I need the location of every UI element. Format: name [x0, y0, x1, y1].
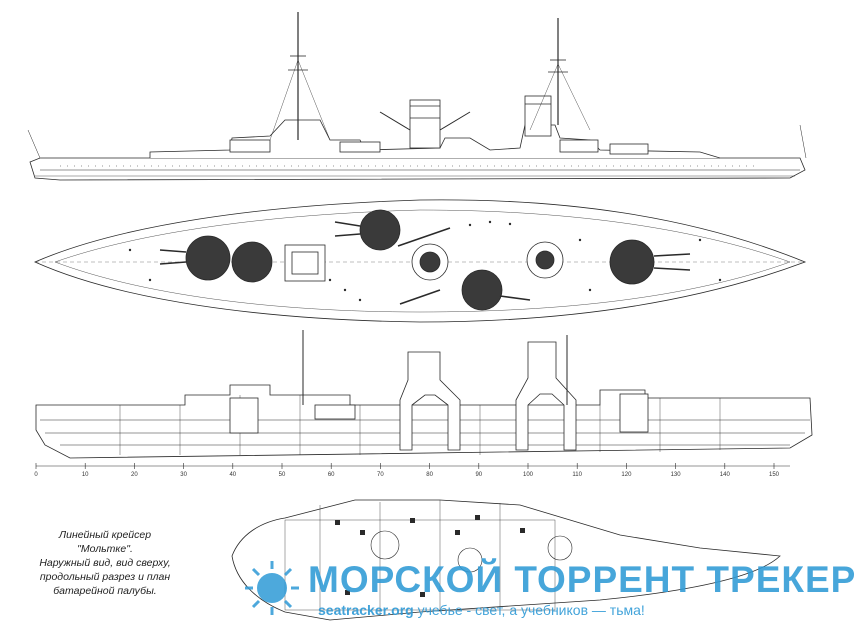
plan-view — [34, 199, 807, 323]
scale-tick-label: 0 — [34, 472, 38, 478]
scale-tick-label: 70 — [377, 472, 384, 478]
watermark-site-link[interactable]: seatracker.org — [318, 602, 414, 618]
caption-line: батарейной палубы. — [53, 585, 157, 597]
scale-tick-label: 10 — [82, 472, 89, 478]
turret-c — [359, 209, 401, 251]
scale-tick-label: 110 — [572, 472, 582, 478]
turret-g — [609, 239, 655, 285]
profile-hull — [29, 157, 806, 181]
battery-deck-outline — [231, 499, 781, 621]
scale-tick-label: 80 — [426, 472, 433, 478]
scale-tick-label: 90 — [475, 472, 482, 478]
watermark-slogan: учебье - свет, а учебников — тьма! — [413, 602, 645, 618]
watermark-subtitle: seatracker.org учебье - свет, а учебнико… — [318, 602, 645, 618]
section-view — [35, 330, 813, 459]
turret-e — [461, 269, 503, 311]
scale-tick-label: 130 — [671, 472, 682, 478]
turret-a — [185, 235, 231, 281]
scale-tick-label: 100 — [523, 472, 534, 478]
uptake-fore — [399, 351, 461, 451]
drawing-caption: Линейный крейсер "Мольтке". Наружный вид… — [20, 528, 190, 598]
scale-tick-label: 120 — [621, 472, 632, 478]
profile-view — [27, 12, 807, 181]
sun-icon — [245, 561, 299, 615]
scale-tick-label: 140 — [720, 472, 731, 478]
scale-tick-label: 30 — [180, 472, 187, 478]
scale-tick-label: 40 — [229, 472, 236, 478]
watermark-title: МОРСКОЙ ТОРРЕНТ ТРЕКЕР — [308, 559, 855, 600]
funnel-aft — [524, 95, 552, 137]
scale-bar: 0 10 20 30 40 50 60 70 80 90 100 110 120 130 140 150 — [34, 463, 790, 478]
battery-deck-plan — [231, 499, 781, 621]
caption-line: продольный разрез и план — [39, 571, 171, 583]
uptake-aft — [515, 341, 577, 451]
scale-tick-label: 50 — [279, 472, 286, 478]
scale-tick-label: 150 — [769, 472, 780, 478]
caption-line: Линейный крейсер — [58, 529, 152, 541]
turret-b — [231, 241, 273, 283]
scale-tick-label: 20 — [131, 472, 138, 478]
caption-line: "Мольтке". — [77, 543, 133, 555]
caption-line: Наружный вид, вид сверху, — [39, 557, 171, 569]
scale-tick-label: 60 — [328, 472, 335, 478]
funnel-fore — [409, 99, 441, 149]
